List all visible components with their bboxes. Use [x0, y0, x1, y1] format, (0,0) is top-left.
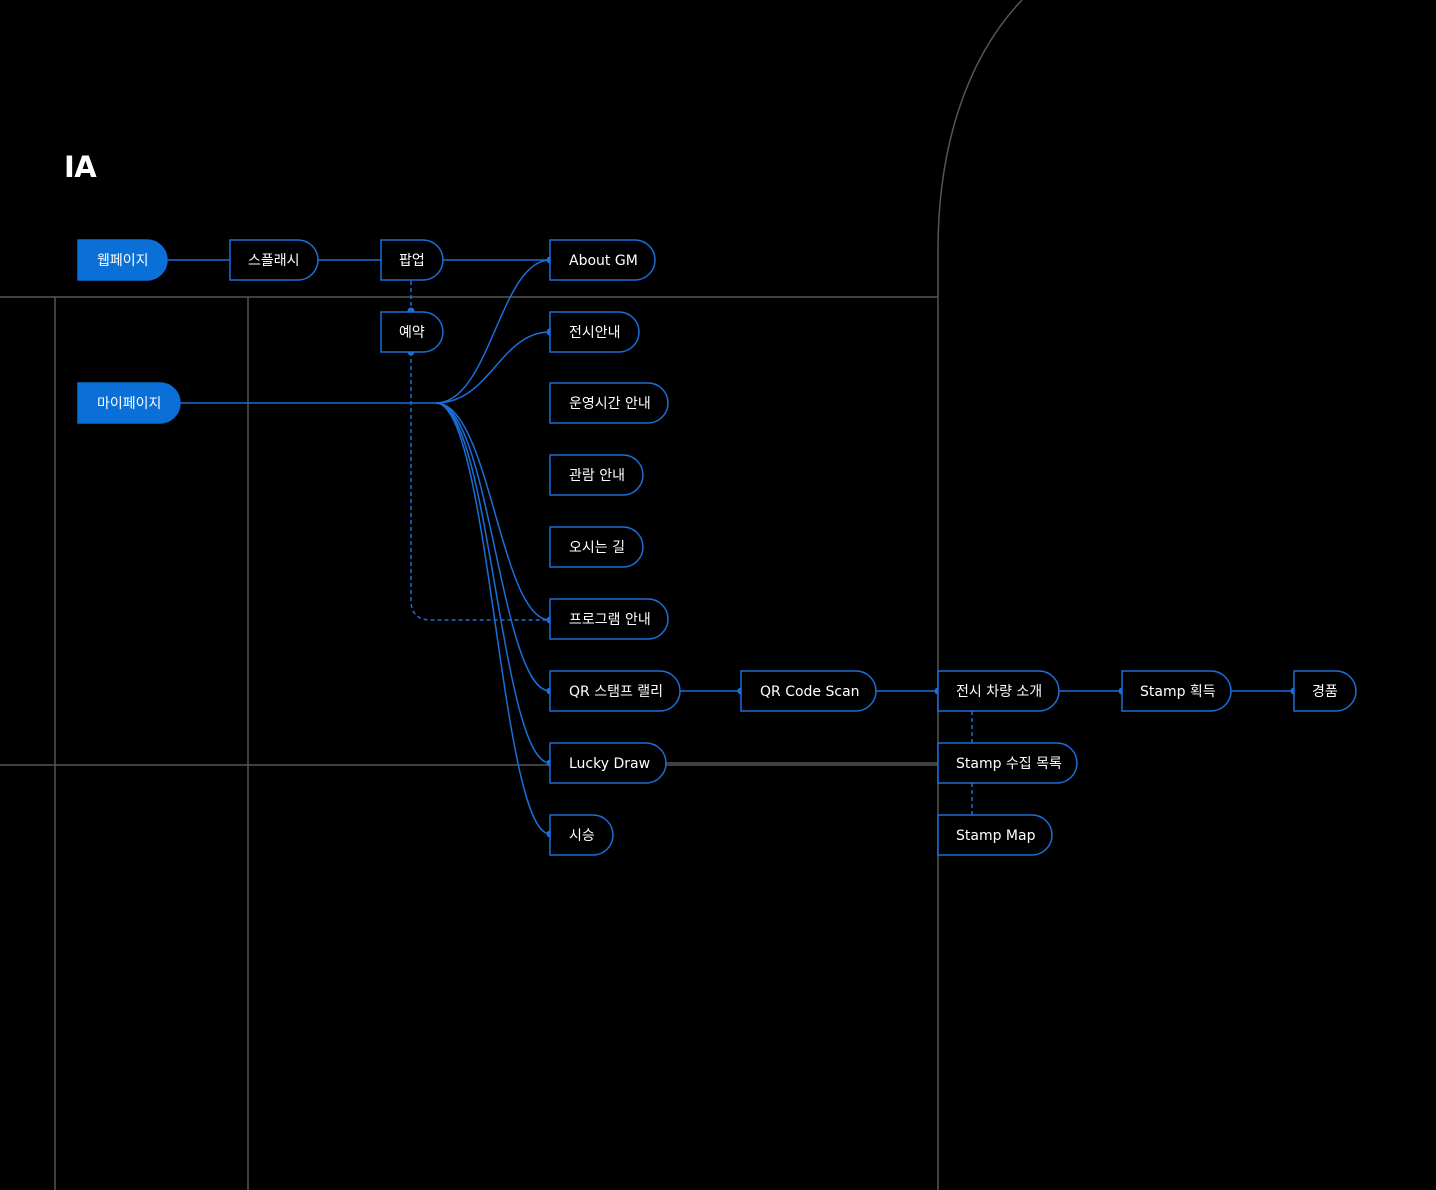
- node-lucky-draw[interactable]: Lucky Draw: [549, 742, 667, 784]
- node-vehicle-intro[interactable]: 전시 차량 소개: [937, 670, 1060, 712]
- connector-dots: [407, 256, 1298, 838]
- link-mypage-test-drive: [435, 402, 551, 835]
- link-mypage-exhibition: [435, 331, 551, 404]
- node-test-drive[interactable]: 시승: [549, 814, 614, 856]
- node-stamp-map-label: Stamp Map: [956, 828, 1036, 844]
- node-exhibition-guide[interactable]: 전시안내: [549, 311, 640, 353]
- node-vehicle-intro-label: 전시 차량 소개: [956, 684, 1042, 700]
- node-mypage[interactable]: 마이페이지: [77, 382, 181, 424]
- node-reservation[interactable]: 예약: [380, 311, 444, 353]
- node-splash-label: 스플래시: [248, 253, 300, 269]
- node-qr-stamp-rally[interactable]: QR 스탬프 랠리: [549, 670, 681, 712]
- node-prize[interactable]: 경품: [1293, 670, 1357, 712]
- node-test-drive-label: 시승: [569, 828, 595, 844]
- node-splash[interactable]: 스플래시: [229, 239, 319, 281]
- node-mypage-label: 마이페이지: [97, 396, 161, 412]
- node-program-guide[interactable]: 프로그램 안내: [549, 598, 669, 640]
- link-mypage-qr: [435, 402, 551, 692]
- node-exhibition-guide-label: 전시안내: [569, 325, 621, 341]
- node-about-gm-label: About GM: [569, 253, 638, 269]
- node-qr-code-scan-label: QR Code Scan: [760, 684, 860, 700]
- node-popup-label: 팝업: [399, 253, 425, 269]
- node-lucky-draw-label: Lucky Draw: [569, 756, 650, 772]
- node-operating-hours-label: 운영시간 안내: [569, 396, 651, 412]
- node-viewing-guide-label: 관람 안내: [569, 468, 625, 484]
- node-popup[interactable]: 팝업: [380, 239, 444, 281]
- node-reservation-label: 예약: [399, 325, 425, 341]
- node-webpage-label: 웹페이지: [97, 253, 149, 269]
- node-webpage[interactable]: 웹페이지: [77, 239, 168, 281]
- arch-outline: [937, 0, 1023, 1190]
- connectors: [167, 259, 1294, 835]
- node-qr-stamp-rally-label: QR 스탬프 랠리: [569, 684, 663, 700]
- link-mypage-program: [435, 402, 551, 621]
- dashed-connectors: [410, 281, 973, 815]
- node-qr-code-scan[interactable]: QR Code Scan: [740, 670, 877, 712]
- grid-lines: [0, 0, 1023, 1190]
- node-directions-label: 오시는 길: [569, 540, 625, 556]
- page-title: IA: [64, 150, 97, 184]
- node-about-gm[interactable]: About GM: [549, 239, 656, 281]
- node-prize-label: 경품: [1312, 684, 1338, 700]
- node-program-guide-label: 프로그램 안내: [569, 612, 651, 628]
- node-viewing-guide[interactable]: 관람 안내: [549, 454, 644, 496]
- node-operating-hours[interactable]: 운영시간 안내: [549, 382, 669, 424]
- node-stamp-collection-label: Stamp 수집 목록: [956, 756, 1062, 772]
- node-directions[interactable]: 오시는 길: [549, 526, 644, 568]
- node-stamp-acquire-label: Stamp 획득: [1140, 684, 1216, 700]
- link-mypage-about: [435, 259, 551, 404]
- node-stamp-acquire[interactable]: Stamp 획득: [1121, 670, 1232, 712]
- dashed-reservation-program: [410, 352, 550, 621]
- node-stamp-map[interactable]: Stamp Map: [937, 814, 1053, 856]
- link-mypage-lucky: [435, 402, 551, 764]
- node-stamp-collection[interactable]: Stamp 수집 목록: [937, 742, 1078, 784]
